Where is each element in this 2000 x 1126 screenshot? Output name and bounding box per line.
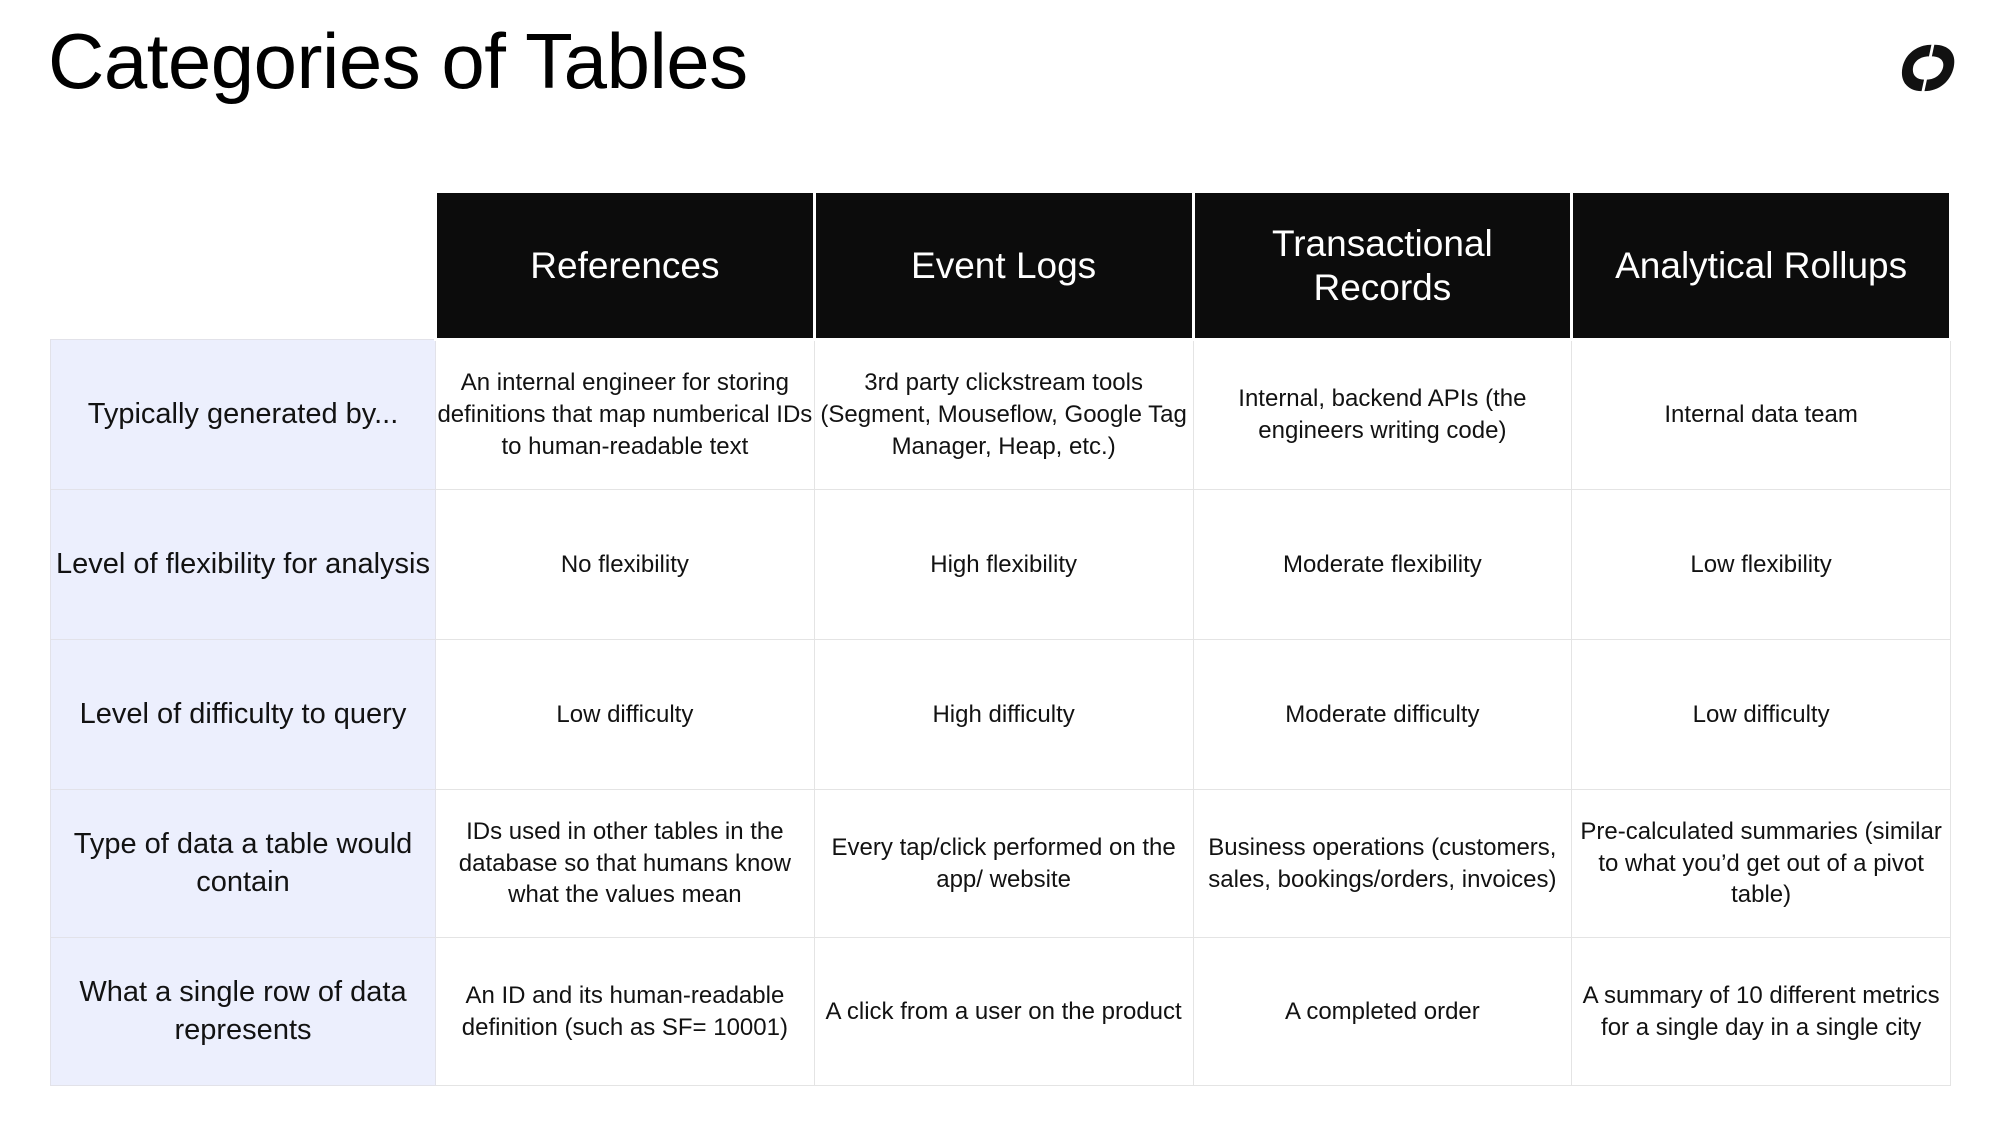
table-row: Typically generated by... An internal en… bbox=[50, 339, 1951, 490]
column-header-label: Transactional Records bbox=[1272, 222, 1493, 308]
table-row: Level of flexibility for analysis No fle… bbox=[50, 489, 1951, 640]
row-header-single-row-represents: What a single row of data represents bbox=[50, 937, 436, 1086]
table-cell: High difficulty bbox=[813, 639, 1194, 790]
column-header-references: References bbox=[434, 190, 816, 341]
column-header-label: Event Logs bbox=[911, 244, 1097, 286]
table-cell: Every tap/click performed on the app/ we… bbox=[813, 789, 1194, 938]
table-cell: Business operations (customers, sales, b… bbox=[1192, 789, 1573, 938]
double-chevron-logo-icon bbox=[1898, 38, 1960, 96]
table-cell: Pre-calculated summaries (similar to wha… bbox=[1571, 789, 1951, 938]
table-cell: 3rd party clickstream tools (Segment, Mo… bbox=[813, 339, 1194, 490]
row-header-level-of-difficulty: Level of difficulty to query bbox=[50, 639, 436, 790]
column-header-transactional-records: Transactional Records bbox=[1191, 190, 1574, 341]
table-cell: Low difficulty bbox=[1571, 639, 1951, 790]
row-header-type-of-data: Type of data a table would contain bbox=[50, 789, 436, 938]
column-header-label: References bbox=[530, 244, 720, 286]
table-cell: A summary of 10 different metrics for a … bbox=[1571, 937, 1951, 1086]
table-cell: IDs used in other tables in the database… bbox=[435, 789, 815, 938]
page-title: Categories of Tables bbox=[48, 17, 748, 105]
table-row: Level of difficulty to query Low difficu… bbox=[50, 639, 1951, 790]
table-cell: No flexibility bbox=[435, 489, 815, 640]
table-cell: An internal engineer for storing definit… bbox=[435, 339, 815, 490]
categories-of-tables-table: References Event Logs Transactional Reco… bbox=[50, 190, 1952, 1086]
table-cell: Internal, backend APIs (the engineers wr… bbox=[1192, 339, 1573, 490]
table-cell: A completed order bbox=[1192, 937, 1573, 1086]
table-cell: Low difficulty bbox=[435, 639, 815, 790]
column-header-label: Analytical Rollups bbox=[1615, 244, 1908, 286]
table-cell: Internal data team bbox=[1571, 339, 1951, 490]
table-row: Type of data a table would contain IDs u… bbox=[50, 789, 1951, 938]
table-cell: A click from a user on the product bbox=[813, 937, 1194, 1086]
table-cell: High flexibility bbox=[813, 489, 1194, 640]
table-cell: Low flexibility bbox=[1571, 489, 1951, 640]
table-row: What a single row of data represents An … bbox=[50, 937, 1951, 1086]
table-corner-cell bbox=[50, 191, 436, 340]
row-header-typically-generated-by: Typically generated by... bbox=[50, 339, 436, 490]
table-cell: Moderate difficulty bbox=[1192, 639, 1573, 790]
table-cell: Moderate flexibility bbox=[1192, 489, 1573, 640]
table-cell: An ID and its human-readable definition … bbox=[435, 937, 815, 1086]
column-header-analytical-rollups: Analytical Rollups bbox=[1570, 190, 1952, 341]
table-header-row: References Event Logs Transactional Reco… bbox=[50, 190, 1952, 341]
row-header-level-of-flexibility: Level of flexibility for analysis bbox=[50, 489, 436, 640]
column-header-event-logs: Event Logs bbox=[812, 190, 1195, 341]
